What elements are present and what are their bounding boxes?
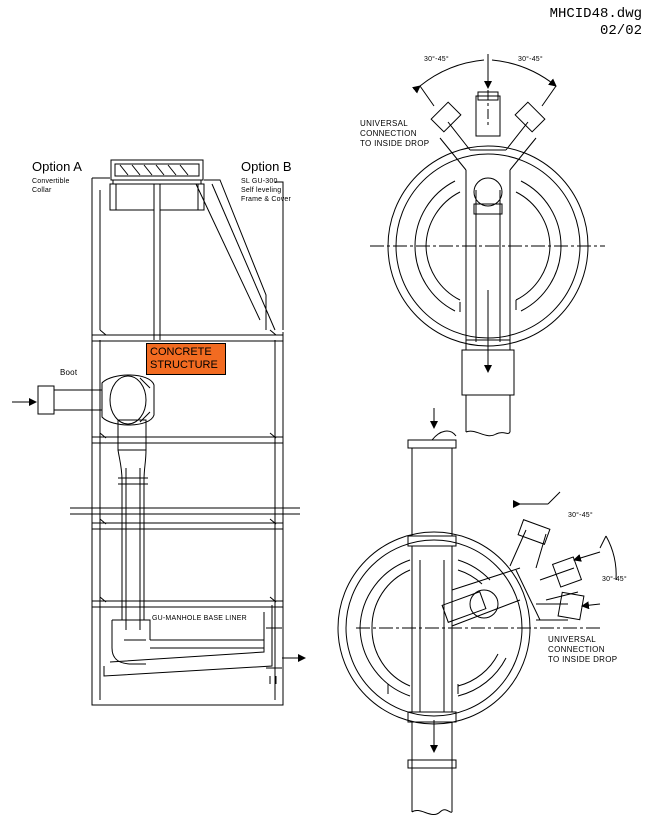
option-a-desc-line1: Convertible — [32, 178, 70, 185]
riser-sections — [70, 329, 300, 706]
option-b-desc-line2: Self leveling — [241, 187, 282, 194]
inside-drop-pipe — [111, 419, 151, 665]
inlet-pipe-with-boot — [12, 374, 155, 426]
top-connection-line1: UNIVERSAL — [360, 119, 409, 128]
sheet-number: 02/02 — [599, 23, 642, 39]
option-b-desc-line3: Frame & Cover — [241, 196, 292, 203]
plan-view-bottom — [337, 408, 617, 816]
cone-section — [91, 177, 284, 340]
concrete-structure-line1: CONCRETE — [150, 346, 212, 358]
top-connection-line2: CONNECTION — [360, 129, 417, 138]
bottom-angle-upper: 30°-45° — [568, 512, 593, 519]
base-liner — [103, 605, 306, 684]
option-a-title: Option A — [32, 159, 82, 174]
base-liner-label: GU-MANHOLE BASE LINER — [152, 615, 247, 622]
option-b-desc-line1: SL GU-300 — [241, 178, 278, 185]
bottom-connection-line2: CONNECTION — [548, 645, 605, 654]
top-angle-left: 30°-45° — [424, 56, 449, 63]
frame-and-cover — [109, 159, 205, 211]
bottom-angle-lower: 30°-45° — [602, 576, 627, 583]
concrete-structure-label: CONCRETE STRUCTURE — [146, 343, 226, 375]
bottom-connection-line3: TO INSIDE DROP — [548, 655, 618, 664]
option-b-title: Option B — [241, 159, 292, 174]
option-a-desc-line2: Collar — [32, 187, 52, 194]
elevation-view — [12, 159, 306, 706]
top-connection-line3: TO INSIDE DROP — [360, 139, 430, 148]
concrete-structure-line2: STRUCTURE — [150, 359, 218, 371]
boot-label: Boot — [60, 368, 78, 377]
top-angle-right: 30°-45° — [518, 56, 543, 63]
title-block: MHCID48.dwg 02/02 — [550, 6, 642, 40]
bottom-connection-line1: UNIVERSAL — [548, 635, 597, 644]
plan-view-top — [370, 54, 605, 437]
file-name: MHCID48.dwg — [549, 6, 642, 22]
